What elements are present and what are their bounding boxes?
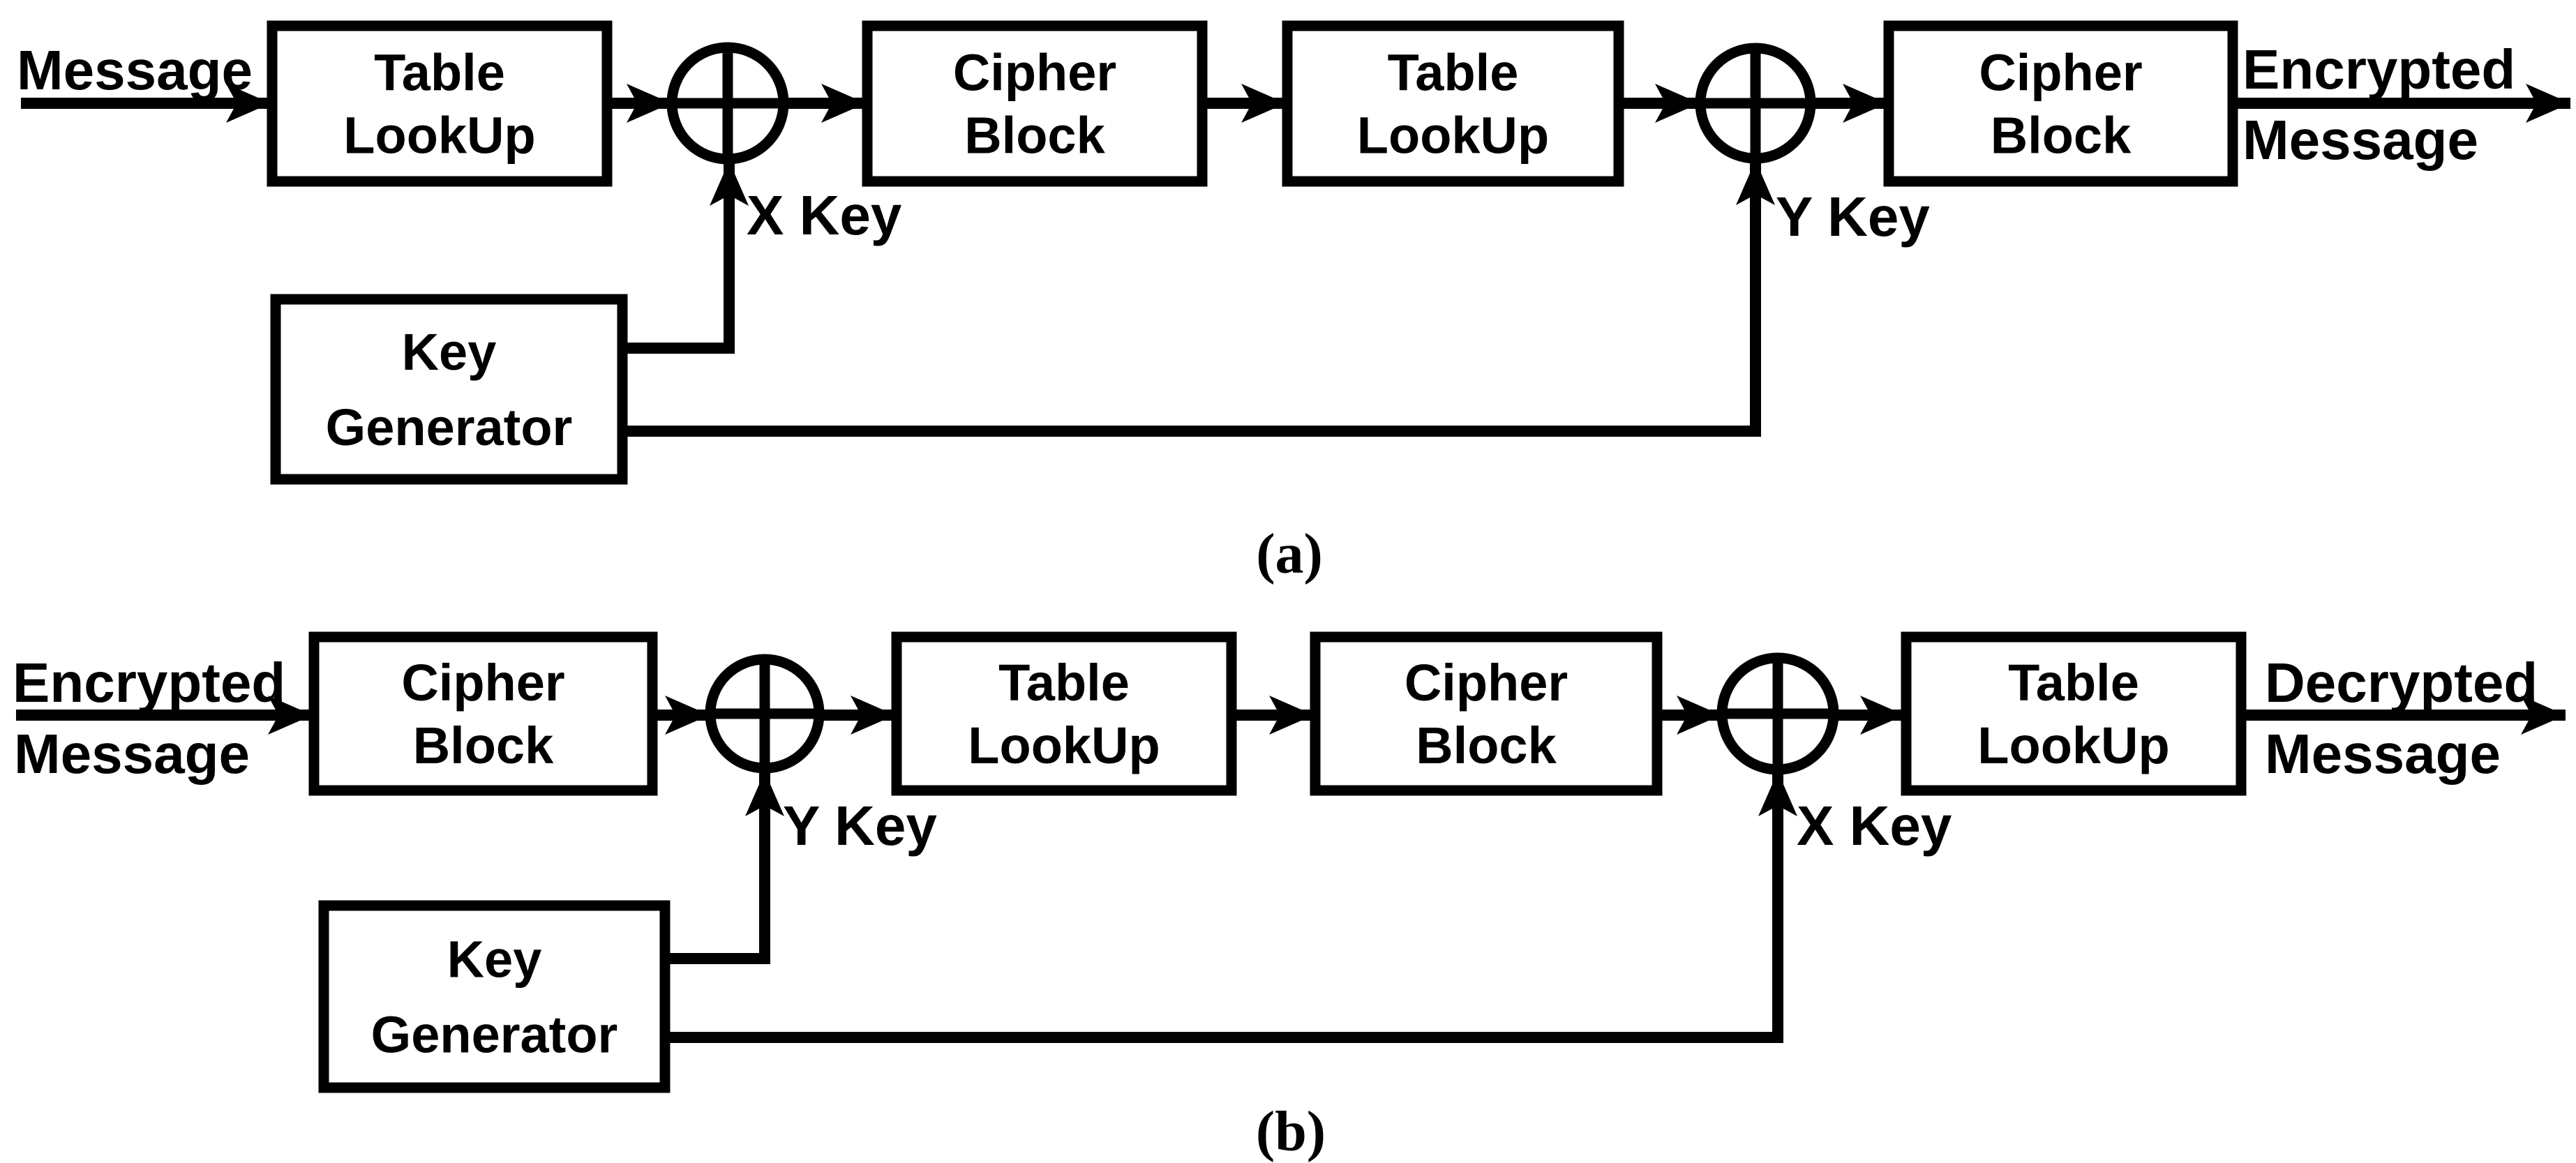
a-cipher-block-1-rect: [862, 20, 1208, 187]
b-y-key-label: Y Key: [783, 795, 937, 857]
b-x-key-label: X Key: [1797, 795, 1952, 857]
b-cipher-block-1-rect: [308, 631, 658, 796]
a-y-key-label: Y Key: [1776, 186, 1930, 248]
b-table-lookup-1-rect: [891, 631, 1237, 796]
b-xor-y-key: [705, 654, 825, 774]
b-input-label-line2: Message: [14, 723, 250, 785]
b-input-label-line1: Encrypted: [13, 652, 285, 714]
a-cipher-block-2-rect: [1883, 20, 2238, 187]
b-output-label-line1: Decrypted: [2265, 652, 2538, 714]
section-label-b: (b): [1256, 1100, 1326, 1163]
b-table-lookup-2-rect: [1901, 631, 2247, 796]
a-x-key-label: X Key: [747, 184, 902, 246]
a-xor-x-key: [666, 42, 789, 165]
a-output-label-line2: Message: [2242, 109, 2478, 171]
a-key-generator-rect: [270, 294, 628, 485]
b-key-generator-rect: [318, 900, 671, 1093]
a-table-lookup-1-rect: [267, 20, 613, 187]
a-xor-y-key: [1695, 43, 1816, 164]
a-table-lookup-2-rect: [1282, 20, 1624, 187]
a-keyline-y-key: [622, 160, 1775, 437]
a-output-label-line1: Encrypted: [2242, 38, 2515, 100]
a-keyline-x-key: [622, 161, 749, 354]
b-keyline-y-key: [665, 772, 784, 964]
section-label-a: (a): [1256, 522, 1323, 585]
b-output-label-line2: Message: [2265, 723, 2501, 785]
a-input-label: Message: [17, 39, 253, 101]
b-keyline-x-key: [665, 772, 1797, 1043]
b-xor-x-key: [1716, 652, 1839, 775]
b-cipher-block-2-rect: [1310, 631, 1663, 796]
